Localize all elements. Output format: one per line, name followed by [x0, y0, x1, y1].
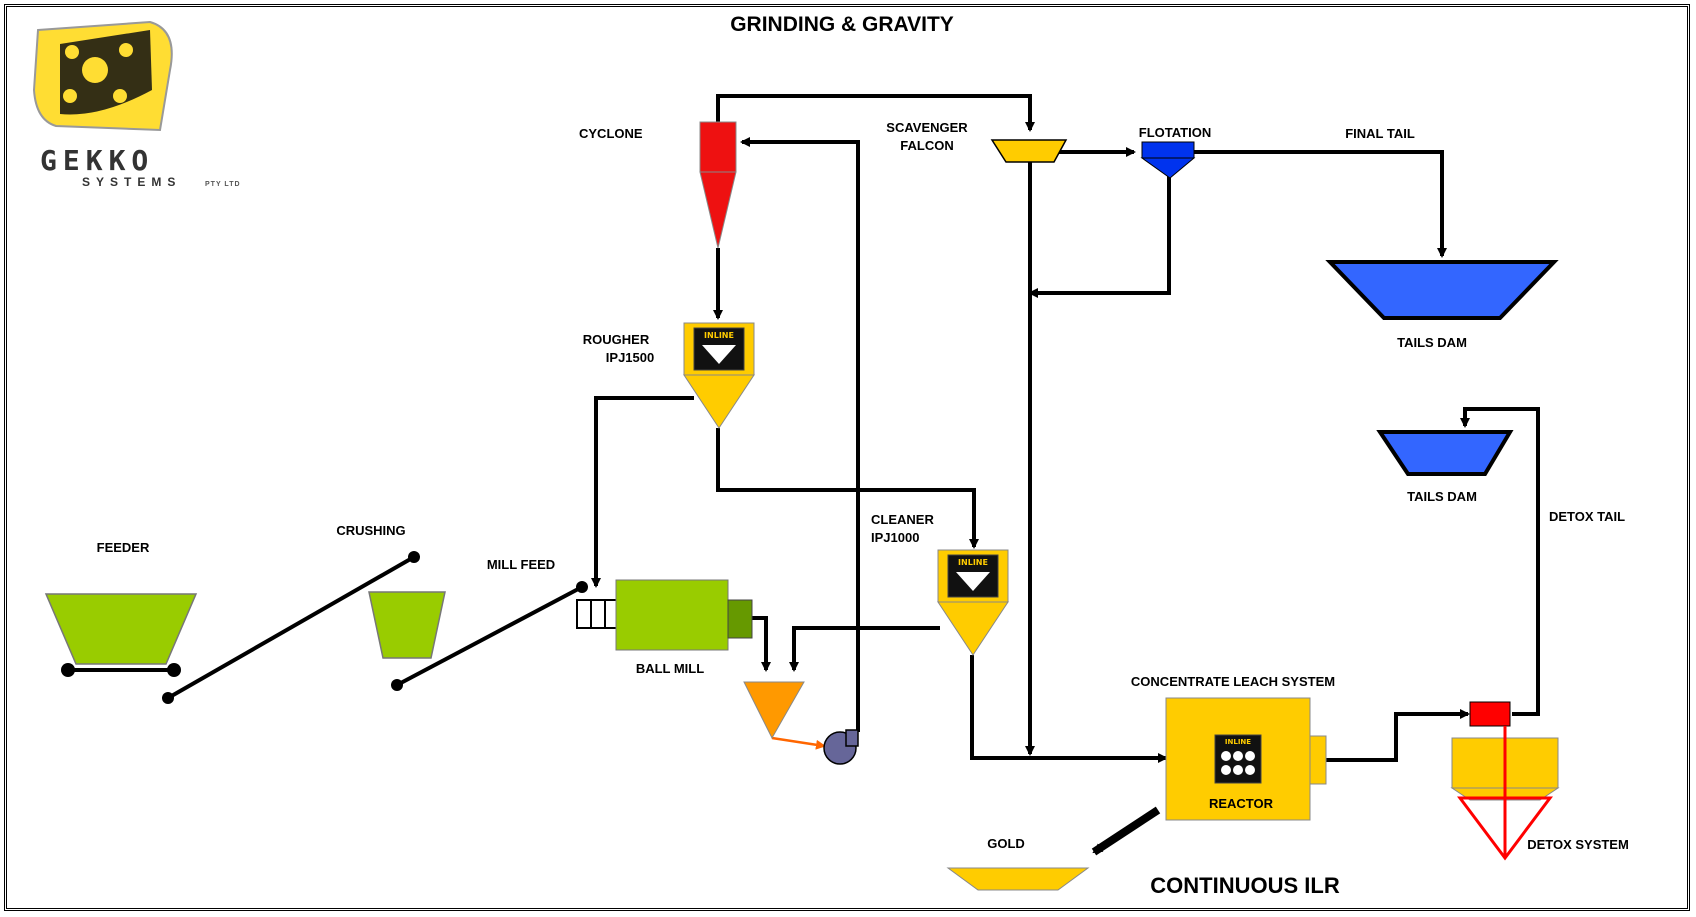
pump-hopper: [743, 681, 805, 740]
label-gold: GOLD: [987, 836, 1025, 851]
label-cleaner-model: IPJ1000: [871, 530, 919, 545]
rougher-badge: INLINE: [704, 331, 734, 340]
flow-lines: [591, 94, 1540, 856]
diagram-title: GRINDING & GRAVITY: [730, 13, 954, 36]
label-scavenger: SCAVENGER: [886, 120, 968, 135]
detox-system: [1450, 701, 1560, 861]
leach-reactor: INLINE REACTOR: [1165, 697, 1327, 821]
feeder-hopper: [44, 593, 198, 665]
logo-suffix: PTY LTD: [205, 181, 241, 188]
label-tails-dam-right: TAILS DAM: [1407, 489, 1477, 504]
diagram-frame: [4, 4, 1690, 911]
label-detox-system: DETOX SYSTEM: [1527, 837, 1629, 852]
label-cyclone: CYCLONE: [579, 126, 643, 141]
reactor-label: REACTOR: [1209, 796, 1274, 811]
scavenger-falcon: [990, 139, 1068, 163]
cleaner-badge: INLINE: [958, 558, 988, 567]
reactor-badge: INLINE: [1225, 738, 1251, 746]
rougher-ipj1500: INLINE: [683, 322, 755, 429]
label-mill-feed: MILL FEED: [487, 557, 555, 572]
label-detox-tail: DETOX TAIL: [1549, 509, 1625, 524]
continuous-ilr-label: CONTINUOUS ILR: [1150, 873, 1340, 898]
conveyor-rollers: [61, 551, 588, 704]
flotation-cell: [1140, 141, 1196, 179]
conveyors: [68, 555, 583, 700]
label-concentrate-leach: CONCENTRATE LEACH SYSTEM: [1131, 674, 1335, 689]
mill-trommel-screen: [727, 599, 753, 639]
ball-mill: [576, 579, 753, 651]
cleaner-ipj1000: INLINE: [937, 549, 1009, 656]
label-cleaner: CLEANER: [871, 512, 934, 527]
label-crushing: CRUSHING: [336, 523, 405, 538]
gold-tray: [946, 867, 1090, 891]
tails-dam-top: [1325, 260, 1559, 320]
label-rougher-model: IPJ1500: [606, 350, 654, 365]
label-falcon: FALCON: [900, 138, 953, 153]
hopper-to-pump-line: [771, 736, 826, 750]
tails-dam-right: [1376, 430, 1514, 476]
label-flotation: FLOTATION: [1139, 125, 1211, 140]
label-feeder: FEEDER: [97, 540, 150, 555]
gekko-logo: GEKKO SYSTEMS PTY LTD: [32, 20, 241, 189]
logo-line2: SYSTEMS: [82, 175, 181, 189]
label-rougher: ROUGHER: [583, 332, 650, 347]
label-final-tail: FINAL TAIL: [1345, 126, 1415, 141]
label-ball-mill: BALL MILL: [636, 661, 704, 676]
cyclone: [699, 121, 737, 249]
slurry-pump: [823, 729, 859, 765]
label-tails-dam-top: TAILS DAM: [1397, 335, 1467, 350]
crusher: [368, 591, 446, 659]
logo-brand: GEKKO: [40, 144, 154, 177]
